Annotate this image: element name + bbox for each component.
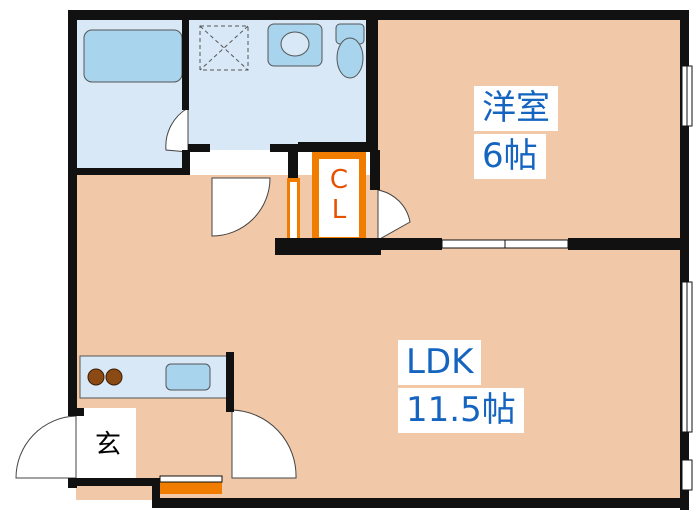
entry-step-floor: [136, 408, 230, 478]
ldk-label: LDK: [398, 340, 482, 385]
closet-label: C L: [319, 165, 359, 227]
western-room-label: 洋室: [474, 86, 558, 131]
bath-door-swing: [165, 107, 189, 153]
western-room-size: 6帖: [474, 134, 546, 179]
entrance-label: 玄: [94, 429, 121, 460]
bathtub-icon: [83, 29, 183, 83]
western-door-swing: [377, 189, 411, 241]
ldk-size: 11.5帖: [398, 388, 524, 433]
entrance-floor: [76, 408, 136, 478]
closet-door-panel-inner: [290, 182, 297, 238]
washer-pan-icon: [199, 25, 249, 71]
washroom-door-swing: [211, 177, 271, 237]
entry-inner-door-swing: [231, 409, 297, 479]
stove-burner-icon: [87, 368, 105, 386]
washer-pan-diagonal-1: [199, 25, 249, 71]
walls: [68, 10, 689, 510]
closet-inner: [319, 159, 359, 237]
closet-label-line2: L: [331, 195, 347, 225]
washbasin-bowl: [280, 31, 310, 57]
entrance-door-swing: [15, 415, 77, 479]
sink-icon: [165, 363, 211, 391]
washer-pan-diagonal-2: [199, 25, 249, 71]
closet-label-line1: C: [329, 165, 349, 195]
toilet-icon: [336, 37, 364, 79]
shoe-cabinet: [160, 480, 222, 494]
stove-burner-icon-2: [105, 368, 123, 386]
